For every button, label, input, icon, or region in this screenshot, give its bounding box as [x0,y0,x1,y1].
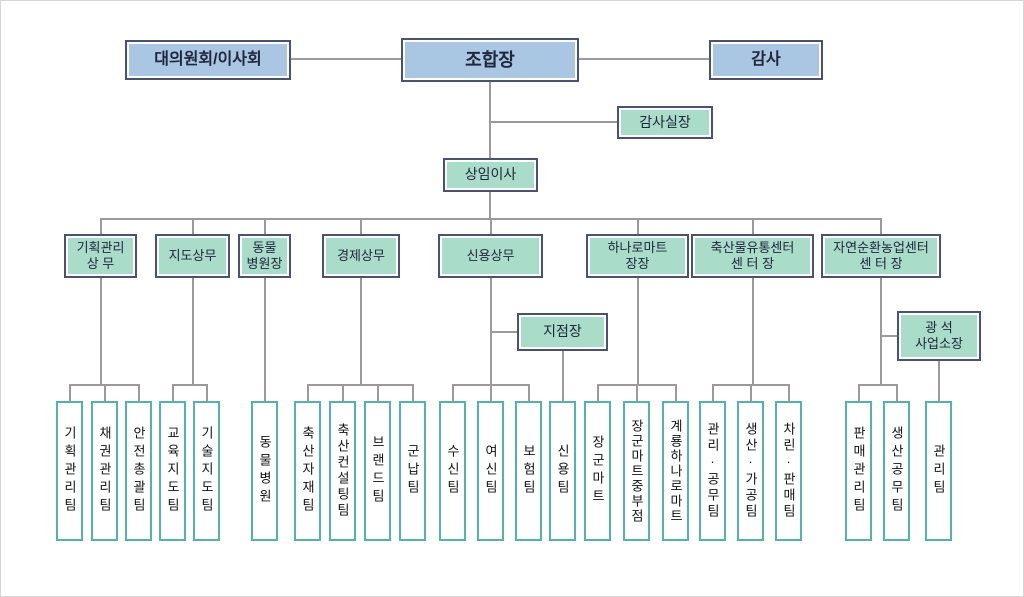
connector [637,218,639,234]
connector [138,384,140,401]
connector [490,121,617,123]
connector [264,218,266,234]
dept-planning: 기획관리 상 무 [64,234,137,278]
team-box: 축산자재팀 [294,401,321,541]
team-box: 군납팀 [399,401,426,541]
connector [452,384,454,401]
dept-hanaro-mart: 하나로마트 장장 [586,234,689,278]
connector [490,331,517,333]
team-box: 보험팀 [515,401,542,541]
connector [489,82,491,158]
connector [712,384,714,401]
connector [360,218,362,234]
connector [896,384,898,401]
team-box: 동물병원 [251,401,278,541]
team-box: 축산컨설팅팀 [329,401,356,541]
connector [750,384,752,401]
connector [637,278,639,385]
team-box: 안전총괄팀 [125,401,152,541]
team-box: 채권관리팀 [91,401,118,541]
node-council: 대의원회/이사회 [125,40,291,80]
team-box: 장군마트 [584,401,611,541]
team-box: 기술지도팀 [193,401,220,541]
team-box: 수신팀 [439,401,466,541]
connector [880,218,882,234]
team-box: 생산·가공팀 [737,401,764,541]
dept-credit: 신용상무 [438,234,543,278]
connector [264,278,266,401]
team-box: 기획관리팀 [56,401,83,541]
connector [360,278,362,385]
connector [377,384,379,401]
connector [206,384,208,401]
connector [579,58,709,60]
team-box: 생산공무팀 [883,401,910,541]
team-box: 차린·판매팀 [775,401,802,541]
connector [597,384,599,401]
connector [69,384,71,401]
connector [858,384,898,386]
team-box: 교육지도팀 [159,401,186,541]
dept-recycling-center: 자연순환농업센터 센 터 장 [821,234,941,278]
connector [307,384,309,401]
connector [636,384,638,401]
team-box: 관리팀 [925,401,952,541]
team-box: 계룡하나로마트 [662,401,689,541]
connector [342,384,344,401]
connector [490,218,492,234]
node-auditor: 감사 [709,40,823,80]
team-box: 판매관리팀 [845,401,872,541]
dept-economy: 경제상무 [322,234,400,278]
connector [788,384,790,401]
node-chairman: 조합장 [401,38,579,82]
connector [880,335,897,337]
node-executive-director: 상임이사 [443,158,538,192]
dept-guidance: 지도상무 [155,234,230,278]
node-gwangseok-office: 광 석 사업소장 [897,311,981,361]
connector [528,384,530,401]
connector [752,218,754,234]
connector [291,58,401,60]
connector [192,218,194,234]
connector [858,384,860,401]
team-box: 관리·공무팀 [699,401,726,541]
connector [100,278,102,385]
team-box: 여신팀 [477,401,504,541]
connector [880,278,882,385]
connector [412,384,414,401]
connector [100,218,102,234]
dept-animal-hospital: 동물 병원장 [238,234,291,278]
connector [562,351,564,401]
team-box: 브랜드팀 [364,401,391,541]
node-audit-office: 감사실장 [617,106,713,139]
connector [192,278,194,385]
connector [172,384,208,386]
connector [307,384,414,386]
connector [489,192,491,220]
node-branch-manager: 지점장 [517,313,608,351]
connector [938,361,940,401]
connector [675,384,677,401]
connector [752,278,754,385]
connector [104,384,106,401]
connector [172,384,174,401]
dept-livestock-center: 축산물유통센터 센 터 장 [691,234,814,278]
team-box: 장군마트중부점 [623,401,650,541]
connector [490,384,492,401]
team-box: 신용팀 [549,401,576,541]
